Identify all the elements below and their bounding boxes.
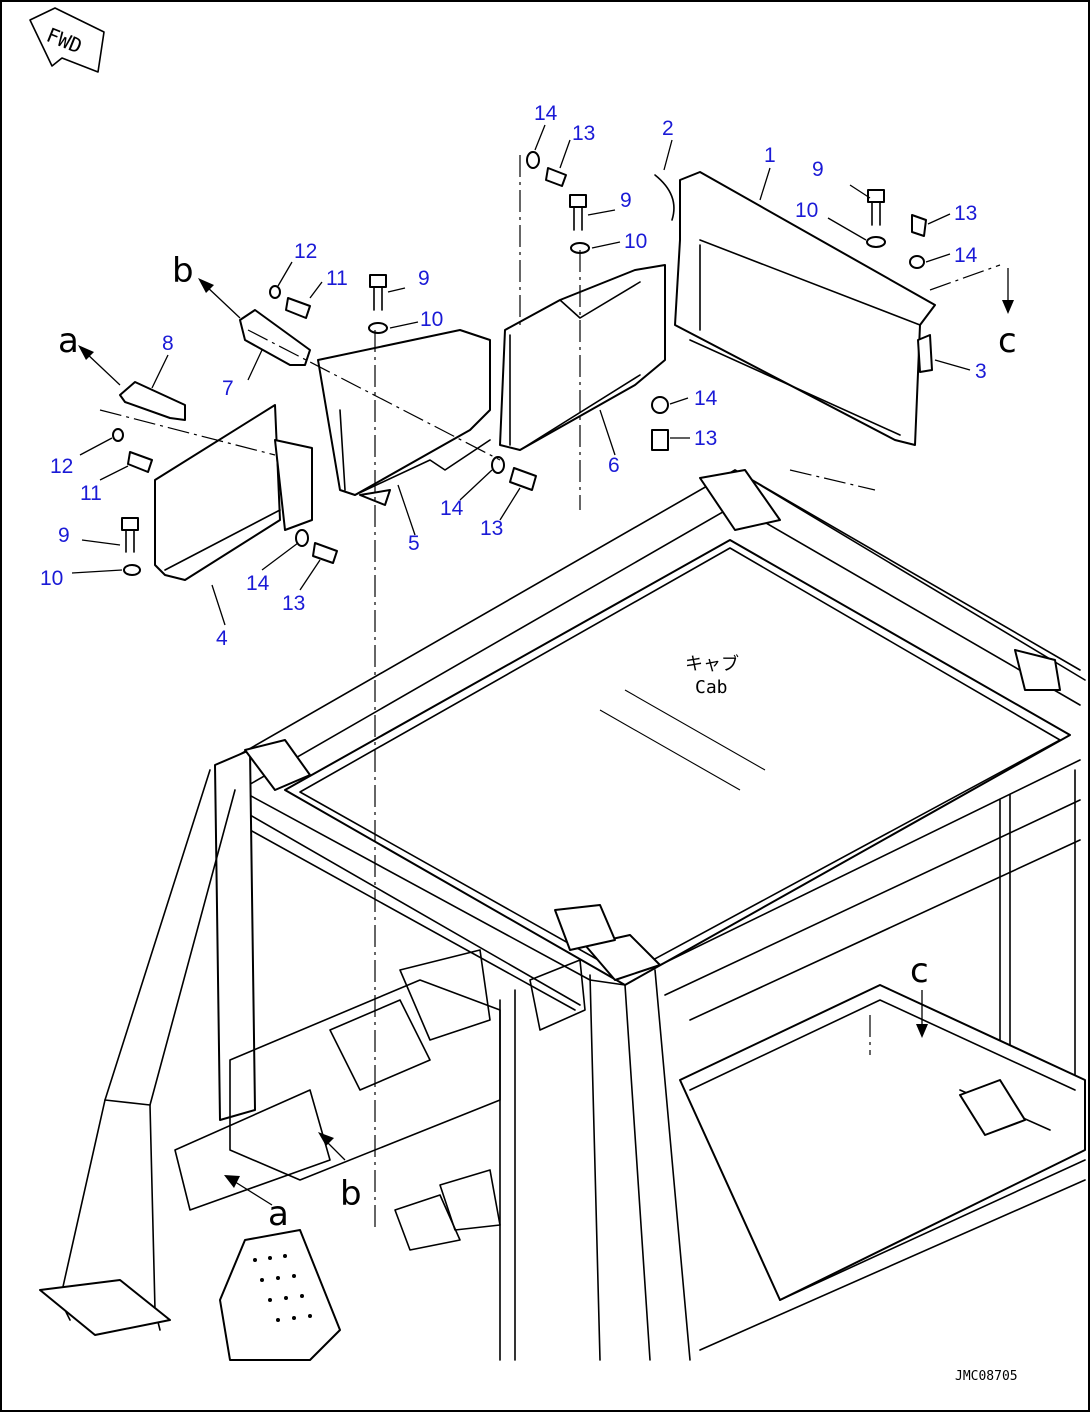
cab-structure	[39, 469, 1086, 1361]
cab-label-en: Cab	[695, 677, 728, 698]
callout-13-b: 13	[954, 202, 977, 225]
callout-11-b: 11	[80, 482, 102, 505]
callout-14-b: 14	[954, 244, 978, 267]
callout-7: 7	[222, 377, 234, 400]
callout-1: 1	[764, 144, 776, 167]
callout-9-b: 9	[620, 189, 632, 212]
part-2-seal	[654, 174, 675, 221]
cab-label-jp: キャブ	[685, 653, 739, 675]
view-arrows	[78, 268, 1014, 1206]
callout-14-a: 14	[534, 102, 558, 125]
fwd-label: FWD	[43, 23, 85, 59]
pedal-dots	[253, 1254, 312, 1322]
callout-11-a: 11	[326, 267, 348, 290]
view-letter-a-bottom: a	[268, 1194, 289, 1234]
part-1-cover	[674, 171, 936, 446]
part-5-cover	[317, 329, 491, 496]
callout-13-c: 13	[694, 427, 717, 450]
callout-9-c: 9	[812, 158, 824, 181]
callout-13-a: 13	[572, 122, 595, 145]
drawing-code: JMC08705	[955, 1369, 1018, 1384]
callout-9-d: 9	[58, 524, 70, 547]
view-letter-a-top: a	[58, 321, 79, 361]
callout-14-d: 14	[440, 497, 464, 520]
callout-4: 4	[216, 627, 228, 650]
callout-2: 2	[662, 117, 674, 140]
assembly-lines	[99, 155, 1001, 1230]
view-letter-b-bottom: b	[340, 1174, 362, 1214]
part-4-cover	[154, 404, 281, 581]
callout-9-a: 9	[418, 267, 430, 290]
view-letter-b-top: b	[172, 251, 194, 291]
part-3-bracket	[917, 334, 933, 373]
view-letter-c-top: c	[998, 321, 1017, 361]
callout-5: 5	[408, 532, 420, 555]
callout-numbers: 1 2 3 4 5 6 7 8 9 9 9 9 10 10 10 10 11 1…	[40, 102, 987, 650]
fasteners	[112, 151, 927, 576]
callout-12-b: 12	[50, 455, 73, 478]
part-8-bracket	[119, 381, 186, 421]
callout-13-d: 13	[480, 517, 503, 540]
callout-3: 3	[975, 360, 987, 383]
part-7-bracket	[239, 309, 311, 366]
callout-14-c: 14	[694, 387, 718, 410]
callout-12-a: 12	[294, 240, 317, 263]
callout-13-e: 13	[282, 592, 305, 615]
callout-10-b: 10	[624, 230, 647, 253]
callout-leaders	[71, 124, 971, 626]
callout-10-c: 10	[795, 199, 818, 222]
callout-6: 6	[608, 454, 620, 477]
callout-10-d: 10	[40, 567, 63, 590]
fwd-arrow-icon: FWD	[29, 7, 105, 73]
view-letter-c-bottom: c	[910, 951, 929, 991]
callout-10-a: 10	[420, 308, 443, 331]
callout-14-e: 14	[246, 572, 270, 595]
callout-8: 8	[162, 332, 174, 355]
part-6-cover	[499, 264, 666, 451]
